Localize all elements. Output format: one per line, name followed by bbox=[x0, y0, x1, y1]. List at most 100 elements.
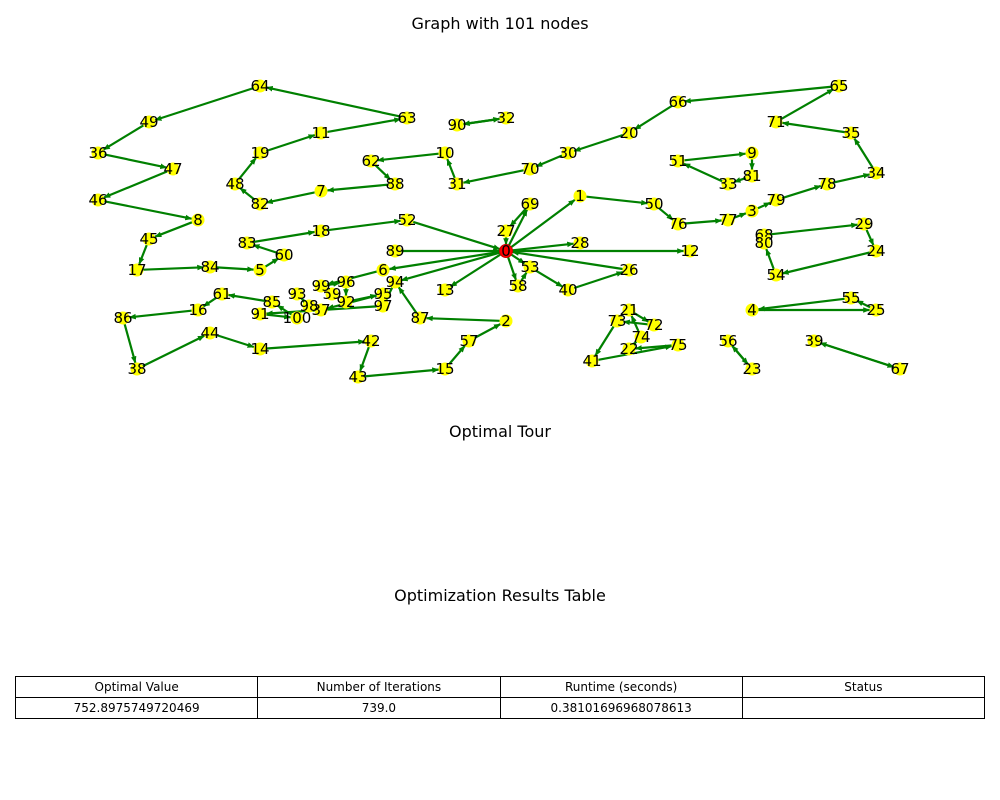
node-marker bbox=[869, 244, 883, 258]
edge-60-83 bbox=[252, 243, 279, 255]
node-label: 13 bbox=[435, 281, 454, 299]
node-label: 0 bbox=[501, 242, 511, 260]
edge-3-79 bbox=[757, 201, 771, 210]
node-53: 53 bbox=[520, 258, 539, 276]
node-marker bbox=[191, 213, 205, 227]
node-label: 62 bbox=[361, 152, 380, 170]
node-marker bbox=[561, 146, 575, 160]
node-label: 36 bbox=[88, 144, 107, 162]
edge-62-88 bbox=[374, 164, 392, 181]
node-label: 39 bbox=[804, 332, 823, 350]
node-63: 63 bbox=[397, 109, 416, 127]
edge-55-4 bbox=[757, 297, 845, 312]
node-label: 22 bbox=[619, 340, 638, 358]
edge-0-13 bbox=[449, 253, 502, 288]
node-26: 26 bbox=[619, 261, 638, 279]
node-label: 54 bbox=[766, 266, 785, 284]
node-label: 77 bbox=[718, 211, 737, 229]
node-33: 33 bbox=[718, 175, 737, 193]
edge-98-93 bbox=[300, 297, 309, 306]
node-marker bbox=[745, 303, 759, 317]
node-label: 100 bbox=[283, 309, 312, 327]
node-84: 84 bbox=[200, 258, 219, 276]
node-label: 11 bbox=[311, 124, 330, 142]
edge-34-35 bbox=[853, 137, 874, 169]
node-marker bbox=[523, 260, 537, 274]
node-label: 80 bbox=[754, 234, 773, 252]
node-43: 43 bbox=[348, 368, 367, 386]
node-label: 26 bbox=[619, 261, 638, 279]
node-91: 91 bbox=[250, 305, 269, 323]
node-label: 99 bbox=[311, 277, 330, 295]
edge-84-5 bbox=[216, 266, 255, 273]
node-marker bbox=[721, 213, 735, 227]
node-7: 7 bbox=[314, 182, 328, 200]
edge-100-85 bbox=[276, 304, 293, 316]
node-marker bbox=[450, 177, 464, 191]
node-label: 28 bbox=[570, 234, 589, 252]
node-label: 56 bbox=[718, 332, 737, 350]
edge-2-87 bbox=[425, 315, 500, 322]
node-87: 87 bbox=[410, 309, 429, 327]
node-marker bbox=[893, 362, 907, 376]
node-marker bbox=[314, 303, 328, 317]
node-64: 64 bbox=[250, 77, 269, 95]
node-label: 27 bbox=[496, 222, 515, 240]
node-marker bbox=[253, 197, 267, 211]
edge-63-64 bbox=[265, 86, 401, 118]
node-label: 32 bbox=[496, 109, 515, 127]
node-label: 64 bbox=[250, 77, 269, 95]
node-marker bbox=[585, 354, 599, 368]
node-78: 78 bbox=[817, 175, 836, 193]
edge-15-57 bbox=[448, 345, 466, 365]
node-label: 46 bbox=[88, 191, 107, 209]
node-label: 94 bbox=[385, 273, 404, 291]
node-marker bbox=[388, 275, 402, 289]
node-label: 9 bbox=[747, 144, 757, 162]
edge-24-54 bbox=[781, 251, 870, 275]
node-56: 56 bbox=[718, 332, 737, 350]
edge-33-51 bbox=[683, 162, 723, 183]
edge-86-38 bbox=[123, 324, 137, 364]
node-marker bbox=[265, 295, 279, 309]
depot-node-marker bbox=[499, 244, 513, 258]
node-marker bbox=[339, 295, 353, 309]
node-81: 81 bbox=[742, 167, 761, 185]
node-marker bbox=[388, 177, 402, 191]
edge-48-19 bbox=[238, 157, 257, 180]
node-label: 45 bbox=[139, 230, 158, 248]
node-label: 43 bbox=[348, 368, 367, 386]
node-47: 47 bbox=[163, 160, 182, 178]
node-73: 73 bbox=[607, 312, 626, 330]
node-label: 15 bbox=[435, 360, 454, 378]
node-marker bbox=[844, 291, 858, 305]
node-22: 22 bbox=[619, 340, 638, 358]
node-96: 96 bbox=[336, 273, 355, 291]
edge-78-34 bbox=[833, 173, 871, 184]
edge-83-18 bbox=[253, 230, 316, 244]
node-marker bbox=[364, 334, 378, 348]
tour-title: Optimal Tour bbox=[449, 422, 551, 441]
node-marker bbox=[91, 146, 105, 160]
node-marker bbox=[253, 263, 267, 277]
node-label: 61 bbox=[212, 285, 231, 303]
node-marker bbox=[671, 338, 685, 352]
node-label: 3 bbox=[747, 202, 757, 220]
node-marker bbox=[745, 362, 759, 376]
node-marker bbox=[142, 232, 156, 246]
node-label: 93 bbox=[287, 285, 306, 303]
node-label: 35 bbox=[841, 124, 860, 142]
edge-88-7 bbox=[326, 183, 389, 193]
node-label: 25 bbox=[866, 301, 885, 319]
node-marker bbox=[721, 177, 735, 191]
edge-0-6 bbox=[388, 250, 500, 271]
node-marker bbox=[215, 287, 229, 301]
node-marker bbox=[683, 244, 697, 258]
node-60: 60 bbox=[274, 246, 293, 264]
node-label: 59 bbox=[322, 285, 341, 303]
node-marker bbox=[166, 162, 180, 176]
node-marker bbox=[721, 334, 735, 348]
node-marker bbox=[523, 162, 537, 176]
node-label: 50 bbox=[644, 195, 663, 213]
